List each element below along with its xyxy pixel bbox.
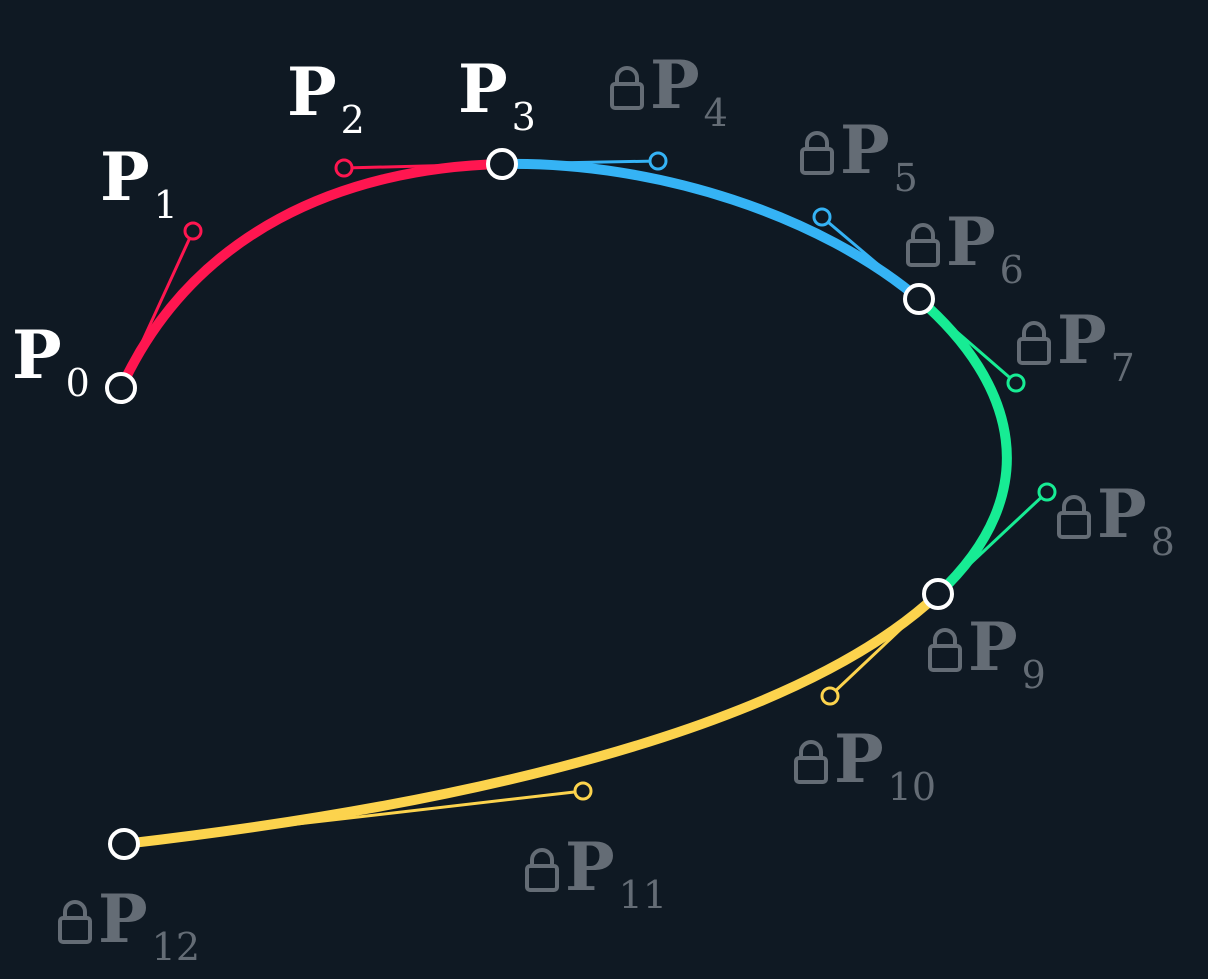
- lock-icon: [906, 223, 940, 267]
- control-points: [183, 151, 1057, 801]
- control-point-p8[interactable]: [1037, 482, 1057, 502]
- label-letter: P: [834, 720, 884, 798]
- control-point-p11[interactable]: [573, 781, 593, 801]
- lock-icon: [928, 628, 962, 672]
- control-point-p1[interactable]: [183, 221, 203, 241]
- curve-segment-4: [119, 589, 943, 849]
- svg-text:P9: P9: [968, 608, 1046, 697]
- svg-text:P4: P4: [650, 46, 728, 135]
- label-subscript: 12: [152, 925, 200, 969]
- control-point-p5[interactable]: [812, 207, 832, 227]
- label-letter: P: [100, 138, 150, 216]
- label-subscript: 2: [341, 98, 365, 142]
- control-point-p7[interactable]: [1006, 373, 1026, 393]
- svg-text:P2: P2: [287, 53, 365, 142]
- lock-icon: [525, 848, 559, 892]
- label-subscript: 8: [1151, 520, 1175, 564]
- lock-icon: [800, 131, 834, 175]
- curve-segments: [116, 158, 1012, 849]
- label-letter: P: [458, 50, 508, 128]
- svg-text:P7: P7: [1057, 301, 1135, 390]
- label-letter: P: [565, 828, 615, 906]
- label-subscript: 7: [1111, 346, 1135, 390]
- svg-text:P12: P12: [98, 880, 200, 969]
- curve-segment-1: [116, 159, 507, 393]
- lock-icon: [58, 900, 92, 944]
- anchor-points: [105, 148, 954, 860]
- label-subscript: 4: [704, 91, 728, 135]
- label-subscript: 11: [619, 873, 667, 917]
- lock-icon: [1017, 321, 1051, 365]
- anchor-point-p12[interactable]: [108, 828, 140, 860]
- label-letter: P: [840, 111, 890, 189]
- label-letter: P: [946, 203, 996, 281]
- lock-icon: [610, 66, 644, 110]
- label-subscript: 3: [512, 95, 536, 139]
- anchor-point-p6[interactable]: [903, 283, 935, 315]
- label-subscript: 0: [66, 361, 90, 405]
- label-letter: P: [98, 880, 148, 958]
- svg-text:P10: P10: [834, 720, 936, 809]
- svg-text:P0: P0: [12, 316, 90, 405]
- anchor-point-p0[interactable]: [105, 372, 137, 404]
- label-letter: P: [1097, 475, 1147, 553]
- svg-text:P1: P1: [100, 138, 178, 227]
- curve-segment-3: [914, 294, 1012, 599]
- lock-icon: [1057, 495, 1091, 539]
- curve-segment-2: [497, 158, 924, 304]
- svg-text:P8: P8: [1097, 475, 1175, 564]
- label-letter: P: [287, 53, 337, 131]
- anchor-point-p9[interactable]: [922, 578, 954, 610]
- label-letter: P: [12, 316, 62, 394]
- control-point-p4[interactable]: [648, 151, 668, 171]
- control-point-p10[interactable]: [820, 686, 840, 706]
- label-subscript: 1: [154, 183, 178, 227]
- label-subscript: 10: [888, 765, 936, 809]
- control-point-p2[interactable]: [334, 158, 354, 178]
- label-letter: P: [968, 608, 1018, 686]
- anchor-point-p3[interactable]: [486, 148, 518, 180]
- label-letter: P: [1057, 301, 1107, 379]
- svg-text:P6: P6: [946, 203, 1024, 292]
- svg-text:P3: P3: [458, 50, 536, 139]
- label-letter: P: [650, 46, 700, 124]
- svg-text:P11: P11: [565, 828, 667, 917]
- svg-text:P5: P5: [840, 111, 918, 200]
- label-subscript: 5: [894, 156, 918, 200]
- label-subscript: 9: [1022, 653, 1046, 697]
- lock-icon: [794, 740, 828, 784]
- label-subscript: 6: [1000, 248, 1024, 292]
